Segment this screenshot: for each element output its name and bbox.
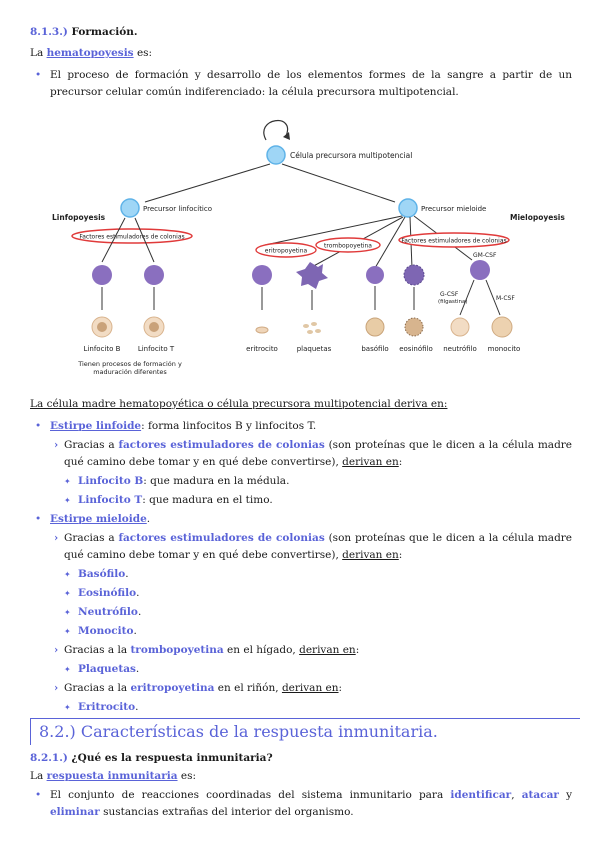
- hematopoyesis-term: hematopoyesis: [46, 47, 134, 59]
- cell-label-linfocito-b: Linfocito B: [84, 345, 121, 353]
- myeloid-precursor-label: Precursor mieloide: [421, 205, 486, 213]
- cell-label-monocito: monocito: [488, 345, 521, 353]
- lineage-section: La célula madre hematopoyética o célula …: [30, 396, 572, 718]
- lymphoid-factors-item: Gracias a factores estimuladores de colo…: [30, 437, 572, 471]
- filgastina-label: (filgastina): [438, 299, 468, 305]
- linfocito-b-item: Linfocito B: que madura en la médula.: [30, 473, 572, 490]
- mono-precursor-icon: [470, 260, 490, 280]
- section-heading-8-2: 8.2.) Características de la respuesta in…: [30, 718, 580, 745]
- cell-label-linfocito-t: Linfocito T: [138, 345, 175, 353]
- mielopoyesis-title: Mielopoyesis: [510, 213, 565, 222]
- megakaryocyte-icon: [296, 262, 328, 289]
- cell-label-eosinofilo: eosinófilo: [399, 345, 433, 353]
- epo-oval: [255, 242, 317, 258]
- cell-label-basofilo: basófilo: [361, 345, 388, 353]
- neutrofilo-item: Neutrófilo.: [30, 604, 572, 621]
- basophil-icon: [365, 317, 385, 337]
- respuesta-intro: La respuesta inmunitaria es:: [30, 770, 197, 782]
- section-8-2-1: 8.2.1.) ¿Qué es la respuesta inmunitaria…: [30, 752, 572, 823]
- cell-label-plaquetas: plaquetas: [297, 345, 332, 353]
- myeloid-factors-item: Gracias a factores estimuladores de colo…: [30, 530, 572, 564]
- cell-label-eritrocito: eritrocito: [246, 345, 278, 353]
- gcsf-label: G-CSF: [440, 291, 459, 298]
- platelets-icon: [303, 322, 321, 334]
- hematopoyesis-intro: La hematopoyesis es:: [30, 47, 153, 59]
- tpo-label: trombopoyetina: [324, 243, 372, 250]
- monocito-item: Monocito.: [30, 623, 572, 640]
- hematopoyesis-definition: El proceso de formación y desarrollo de …: [30, 67, 572, 101]
- myeloid-factors-label: Factores estimuladores de colonias: [401, 238, 506, 245]
- neutrophil-icon: [450, 317, 470, 337]
- lymph-note-line2: maduración diferentes: [93, 368, 167, 376]
- linfocito-t-item: Linfocito T: que madura en el timo.: [30, 492, 572, 509]
- tpo-oval: [315, 237, 381, 253]
- lymphoid-lineage-item: Estirpe linfoide: forma linfocitos B y l…: [30, 418, 572, 435]
- eosinophil-icon: [404, 317, 424, 337]
- lymph-note-line1: Tienen procesos de formación y: [77, 360, 182, 368]
- lymph-t-precursor-icon: [144, 265, 164, 285]
- section-heading-8-1-3: 8.1.3.) Formación.: [30, 26, 138, 38]
- baso-precursor-icon: [366, 266, 384, 284]
- self-renewal-arrow: [263, 120, 289, 141]
- lymphoid-factors-label: Factores estimuladores de colonias: [79, 234, 184, 241]
- section-heading-8-2-1: 8.2.1.) ¿Qué es la respuesta inmunitaria…: [30, 752, 273, 764]
- monocyte-icon: [491, 316, 513, 338]
- cell-label-neutrofilo: neutrófilo: [443, 345, 477, 353]
- linfopoyesis-title: Linfopoyesis: [52, 213, 106, 222]
- myeloid-lineage-item: Estirpe mieloide.: [30, 511, 572, 528]
- erythrocyte-icon: [255, 326, 269, 334]
- tpo-item: Gracias a la trombopoyetina en el hígado…: [30, 642, 572, 659]
- mcsf-label: M-CSF: [496, 295, 515, 302]
- respuesta-definition-list: El conjunto de reacciones coordinadas de…: [30, 787, 572, 821]
- self-renewal-arrowhead: [283, 132, 290, 140]
- document-page: 8.1.3.) Formación. La hematopoyesis es: …: [30, 26, 572, 103]
- epo-label: eritropoyetina: [265, 248, 308, 255]
- epo-item: Gracias a la eritropoyetina en el riñón,…: [30, 680, 572, 697]
- basofilo-item: Basófilo.: [30, 566, 572, 583]
- lineage-list: Estirpe linfoide: forma linfocitos B y l…: [30, 418, 572, 716]
- root-label: Célula precursora multipotencial: [290, 151, 412, 160]
- myeloid-factors-oval: [398, 232, 510, 248]
- eosino-precursor-icon: [403, 264, 425, 286]
- lymphoid-precursor-label: Precursor linfocítico: [143, 205, 212, 213]
- multipotent-cell-icon: [266, 145, 286, 165]
- lymphoid-factors-oval: [71, 228, 193, 244]
- lymphoid-precursor-icon: [120, 198, 140, 218]
- plaquetas-item: Plaquetas.: [30, 661, 572, 678]
- myeloid-precursor-icon: [398, 198, 418, 218]
- definition-list: El proceso de formación y desarrollo de …: [30, 67, 572, 101]
- eritrocito-item: Eritrocito.: [30, 699, 572, 716]
- lymph-b-precursor-icon: [92, 265, 112, 285]
- lineage-intro: La célula madre hematopoyética o célula …: [30, 398, 448, 410]
- hematopoiesis-diagram: Célula precursora multipotencial Linfopo…: [52, 120, 565, 376]
- eosinofilo-item: Eosinófilo.: [30, 585, 572, 602]
- respuesta-definition: El conjunto de reacciones coordinadas de…: [30, 787, 572, 821]
- erythro-precursor-icon: [252, 265, 272, 285]
- gmcsf-label: GM-CSF: [473, 252, 497, 259]
